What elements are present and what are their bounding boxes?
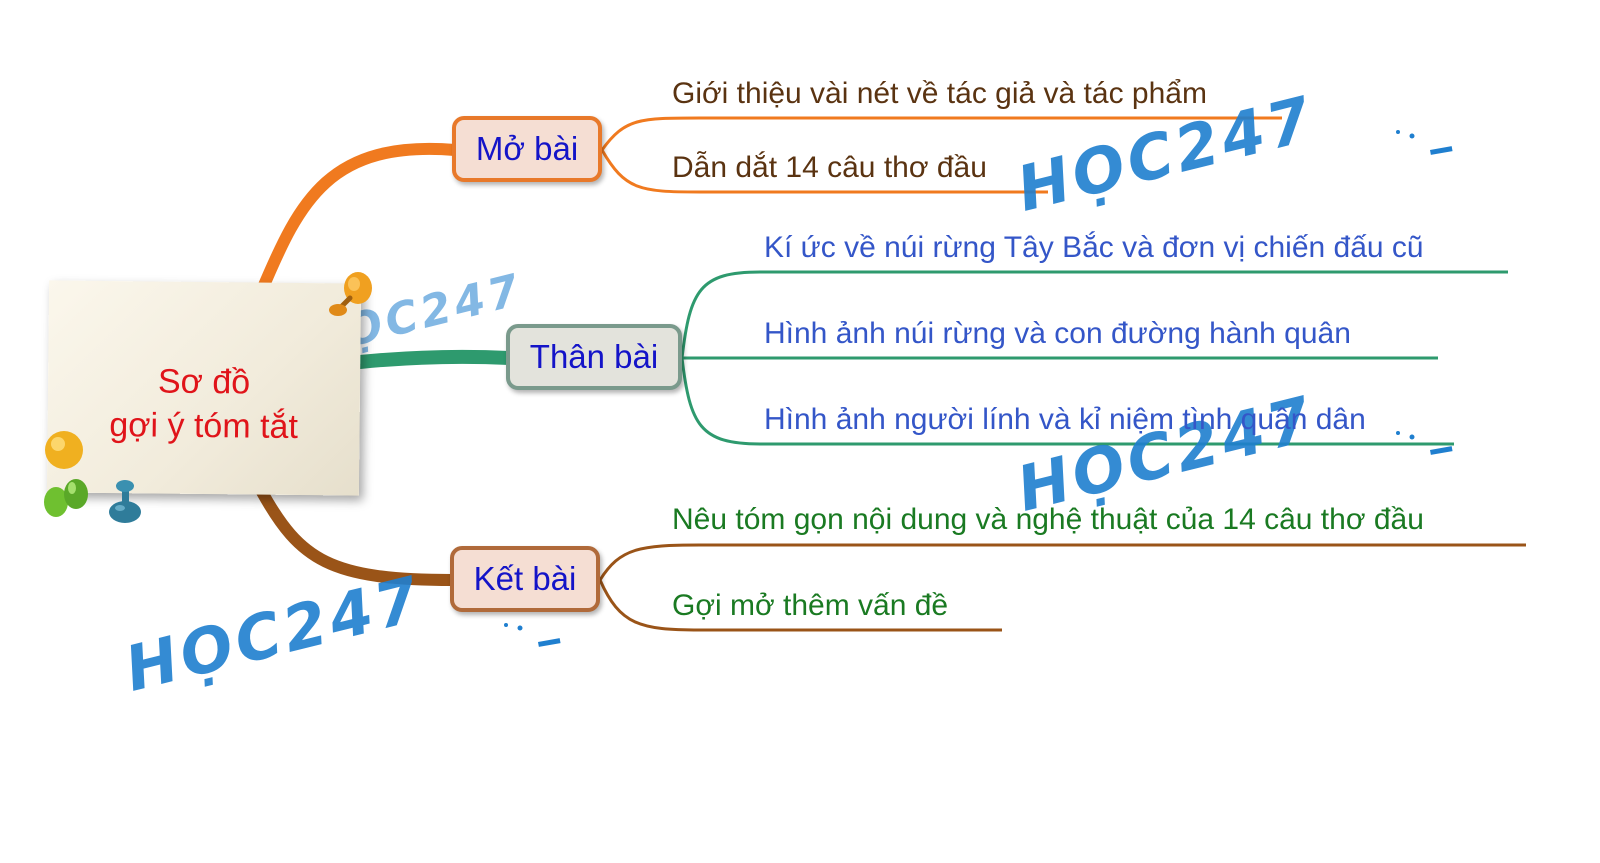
link-than-1 [680, 270, 1508, 359]
link-mo-2 [600, 149, 1048, 194]
branch-node-ket-bai[interactable]: Kết bài [450, 546, 600, 612]
leaf-than-bai-2[interactable]: Hình ảnh núi rừng và con đường hành quân [764, 317, 1351, 350]
pin-icon-green [44, 479, 88, 517]
leaf-mo-bai-1[interactable]: Giới thiệu vài nét về tác giả và tác phẩ… [672, 77, 1207, 110]
link-than-3 [680, 357, 1454, 446]
pin-icon-yellow [45, 431, 83, 469]
pin-icon-orange [329, 272, 372, 316]
leaf-than-bai-1[interactable]: Kí ức về núi rừng Tây Bắc và đơn vị chiế… [764, 231, 1424, 264]
leaf-than-bai-3[interactable]: Hình ảnh người lính và kỉ niệm tình quân… [764, 403, 1366, 436]
link-ket-2 [598, 579, 1002, 632]
link-ket-1 [598, 543, 1526, 581]
leaf-ket-bai-2[interactable]: Gợi mở thêm vấn đề [672, 589, 949, 622]
leaf-mo-bai-2[interactable]: Dẫn dắt 14 câu thơ đầu [672, 151, 987, 184]
central-title-line1: Sơ đồ [157, 362, 251, 402]
trunk-ket-bai [256, 486, 458, 586]
central-title-line2: gợi ý tóm tắt [109, 406, 299, 446]
link-mo-1 [600, 116, 1282, 151]
trunk-mo-bai [256, 142, 461, 296]
branch-node-than-bai[interactable]: Thân bài [506, 324, 682, 390]
leaf-ket-bai-1[interactable]: Nêu tóm gọn nội dung và nghệ thuật của 1… [672, 503, 1424, 536]
branch-node-mo-bai[interactable]: Mở bài [452, 116, 602, 182]
central-topic-card: Sơ đồ gợi ý tóm tắt [46, 280, 362, 496]
pin-icon-blue [109, 480, 141, 523]
trunk-than-bai [353, 349, 517, 369]
